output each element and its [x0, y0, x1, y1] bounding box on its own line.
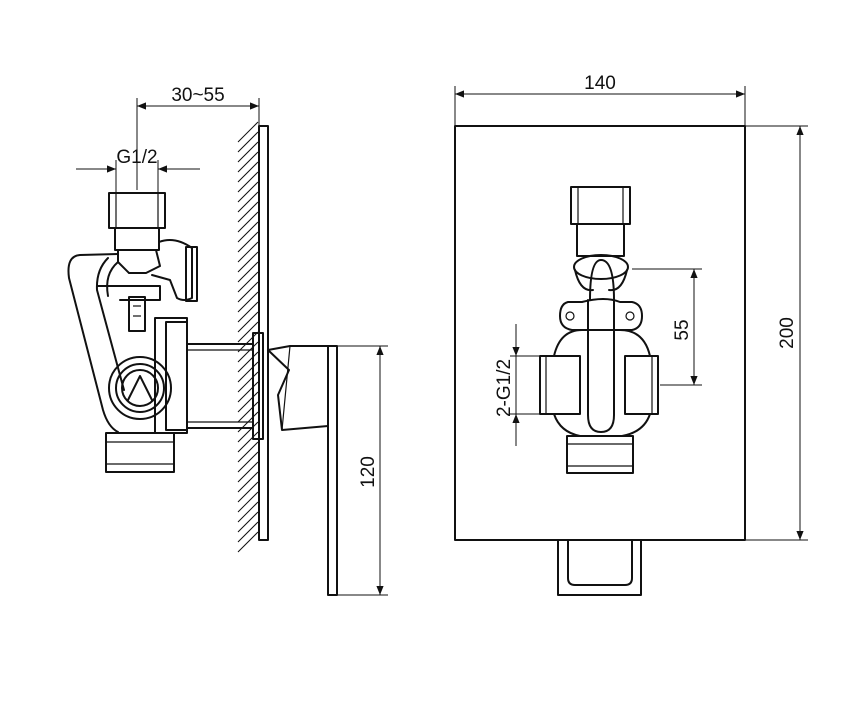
wall-hatch-line	[237, 531, 259, 553]
wall-hatch-line	[237, 351, 259, 373]
outlet-threads-label: 2-G1/2	[494, 359, 515, 417]
wall-hatch-line	[237, 511, 259, 533]
wall-hatch-line	[237, 231, 259, 253]
wall-hatch-line	[237, 471, 259, 493]
wall-hatch-line	[237, 341, 259, 363]
wall-hatch-line	[237, 241, 259, 263]
port-spacing-label: 55	[672, 319, 693, 340]
front-valve	[539, 186, 659, 474]
dim-plate-height: 200	[745, 125, 808, 541]
wall-hatch-line	[237, 271, 259, 293]
dim-inlet-thread: G1/2	[76, 147, 200, 193]
wall-hatch-line	[237, 251, 259, 273]
dim-port-spacing: 55	[632, 268, 702, 386]
plate-height-label: 200	[777, 317, 798, 349]
wall-hatch-line	[237, 331, 259, 353]
wall-hatch-line	[237, 261, 259, 283]
wall-hatch-line	[237, 151, 259, 173]
wall-hatch-line	[237, 431, 259, 453]
wall-hatch-line	[237, 181, 259, 203]
wall-hatch-line	[237, 171, 259, 193]
handle-length-label: 120	[358, 456, 379, 488]
wall-section	[237, 121, 269, 553]
dim-plate-width: 140	[454, 73, 746, 126]
wall-hatch-line	[237, 491, 259, 513]
plate-width-label: 140	[584, 73, 616, 94]
wall-hatch-line	[237, 211, 259, 233]
dim-outlet-threads: 2-G1/2	[494, 324, 540, 446]
wall-hatch-line	[237, 131, 259, 153]
wall-hatch-line	[237, 291, 259, 313]
dim-handle-length: 120	[337, 345, 388, 596]
wall-hatch-line	[237, 311, 259, 333]
wall-hatch-line	[237, 401, 259, 423]
front-view: 140 200 55 2-G1/2	[454, 73, 808, 596]
wall-hatch-line	[237, 141, 259, 163]
front-handle	[557, 539, 642, 596]
wall-hatch-line	[237, 501, 259, 523]
side-view: 30~55 G1/2 120	[67, 85, 388, 596]
wall-hatch-line	[237, 201, 259, 223]
wall-hatch-line	[237, 191, 259, 213]
wall-hatch-line	[237, 461, 259, 483]
cover-plate	[454, 125, 746, 541]
wall-hatch-line	[237, 361, 259, 383]
wall-hatch-line	[237, 221, 259, 243]
wall-hatch-line	[237, 381, 259, 403]
wall-hatch-line	[237, 391, 259, 413]
wall-hatch-line	[237, 121, 259, 143]
dim-wall-depth: 30~55	[136, 85, 260, 190]
wall-hatch-line	[237, 521, 259, 543]
wall-hatch-line	[237, 481, 259, 503]
wall-hatch-line	[237, 161, 259, 183]
inlet-thread-label: G1/2	[116, 147, 157, 168]
lever-handle	[327, 345, 338, 596]
wall-hatch-line	[237, 321, 259, 343]
wall-hatch-line	[237, 281, 259, 303]
wall-depth-label: 30~55	[171, 85, 224, 106]
wall-hatch-line	[237, 421, 259, 443]
wall-hatch-line	[237, 301, 259, 323]
valve-body	[67, 192, 329, 473]
wall-hatch-line	[237, 451, 259, 473]
wall-hatch-line	[237, 441, 259, 463]
wall-hatch-line	[237, 371, 259, 393]
